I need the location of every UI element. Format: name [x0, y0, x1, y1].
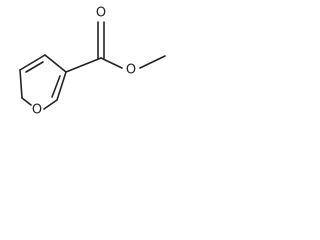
bond-c3-c4	[44, 54, 67, 73]
bond-ester-oxygen-methyl	[139, 55, 166, 69]
structure-canvas: O O O	[0, 0, 175, 126]
bond-c4-c5-inner	[51, 75, 61, 98]
bond-c2-c3-inner	[25, 61, 44, 73]
bond-c5-o1	[43, 99, 58, 110]
bond-carbonyl-ester-oxygen	[100, 57, 123, 69]
ring-oxygen-label: O	[32, 103, 42, 118]
bond-c4-carbonyl	[65, 57, 102, 73]
bond-o1-c2	[19, 69, 23, 99]
molecule-diagram: O O O	[19, 6, 166, 118]
carbonyl-oxygen-label: O	[96, 6, 106, 21]
bond-c2-c3-double	[19, 54, 46, 71]
bond-o1-c5-left	[21, 97, 32, 106]
ester-oxygen-label: O	[126, 63, 136, 78]
bond-c4-c5-double	[56, 71, 67, 101]
